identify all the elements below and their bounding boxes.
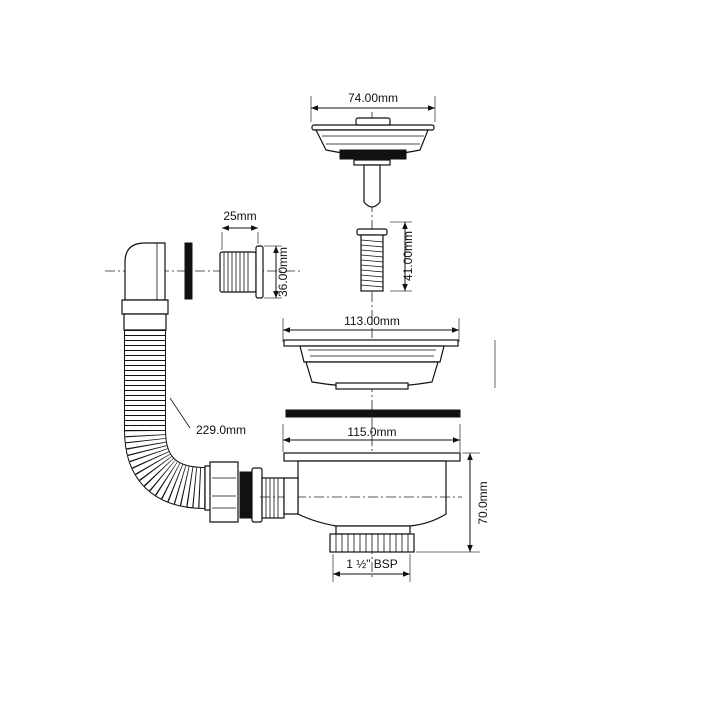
basket-strainer: 74.00mm — [310, 91, 436, 208]
screw: 41.00mm — [356, 221, 415, 292]
screw-length-label: 41.00mm — [401, 231, 415, 281]
connector-length-label: 25mm — [223, 209, 256, 223]
body-width-label: 115.0mm — [347, 425, 396, 439]
hose-length-label: 229.0mm — [196, 423, 246, 437]
body-height-label: 70.0mm — [476, 481, 490, 524]
gasket — [285, 409, 461, 418]
overflow-hose: 229.0mm — [121, 242, 285, 523]
overflow-connector: 25mm 36.00mm — [105, 209, 300, 300]
waste-body: 115.0mm 70.0mm 1 ½" BSP — [260, 424, 490, 582]
connector-diameter-label: 36.00mm — [276, 247, 290, 297]
flange-width-label: 113.00mm — [344, 314, 400, 328]
strainer-width-label: 74.00mm — [348, 91, 398, 105]
thread-size-label: 1 ½" BSP — [346, 557, 398, 571]
sink-flange: 113.00mm — [282, 314, 496, 390]
